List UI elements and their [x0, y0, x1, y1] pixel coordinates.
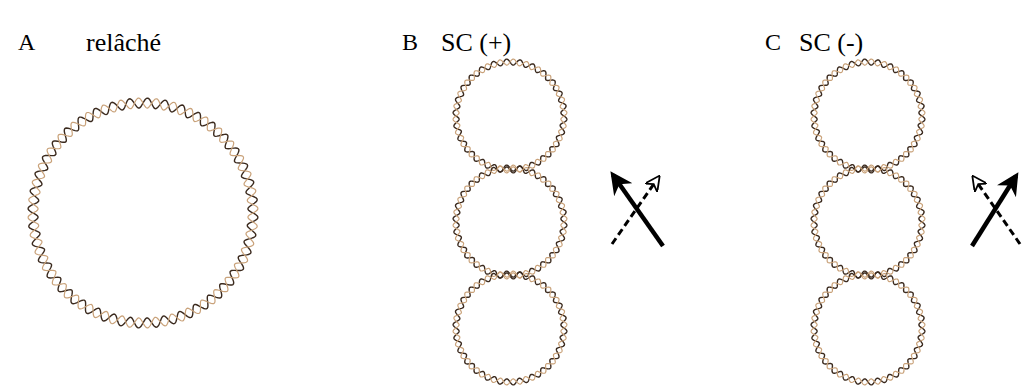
dna-strand — [811, 59, 925, 173]
dna-strand — [28, 98, 258, 328]
panel-letter: B — [402, 30, 418, 54]
crossing-symbol — [972, 176, 1020, 246]
dna-strand — [811, 165, 925, 279]
crossing-symbol — [612, 175, 663, 246]
dna-strand — [453, 165, 567, 279]
dna-strand — [811, 271, 925, 385]
panel-letter: C — [765, 30, 781, 54]
dna-strand — [453, 271, 567, 385]
dna-helix — [28, 59, 925, 385]
dna-strand — [811, 165, 925, 279]
panel-letter: A — [18, 30, 35, 54]
panel-title: SC (+) — [441, 30, 511, 56]
panel-title: SC (-) — [799, 30, 863, 56]
dna-strand — [453, 59, 567, 173]
dna-strand — [453, 165, 567, 279]
dna-strand — [28, 98, 258, 328]
panel-title: relâché — [86, 30, 161, 56]
dna-strand — [811, 271, 925, 385]
dna-strand — [811, 59, 925, 173]
dna-strand — [453, 59, 567, 173]
dna-strand — [453, 271, 567, 385]
